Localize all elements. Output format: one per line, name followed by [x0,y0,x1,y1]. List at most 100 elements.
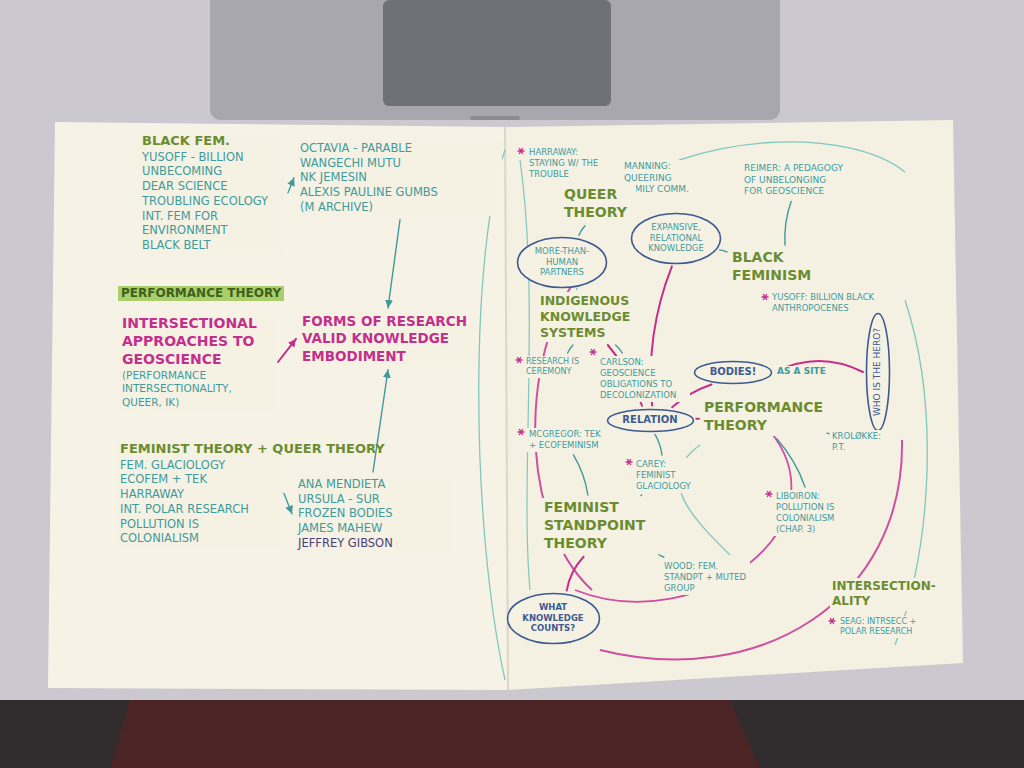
connector [720,250,727,252]
node-text-group: FORMS OF RESEARCH VALID KNOWLEDGE EMBODI… [302,313,474,365]
asterisk [762,294,769,300]
connector [288,178,294,193]
node-line: ALEXIS PAULINE GUMBS [300,185,500,200]
theory-heading: QUEER THEORY [562,185,636,223]
trackpad [383,0,611,106]
node-text-group: INTERSECTION-ALITY [832,579,936,610]
theory-heading: BLACK FEMINISM [730,248,834,286]
node-text-group: HARRAWAY: STAYING W/ THE TROUBLE [529,147,601,180]
connector [568,345,573,353]
node-text-group: INTERSECTIONAL APPROACHES TO GEOSCIENCE(… [122,315,272,409]
node-label: INTERSECTIONAL APPROACHES TO GEOSCIENCE [122,315,272,369]
node-text-group: INDIGENOUS KNOWLEDGE SYSTEMS [540,293,644,341]
node-line: INT. FEM FOR ENVIRONMENT [142,209,282,238]
artist-list: OCTAVIA - PARABLEWANGECHI MUTUNK JEMESIN… [298,140,502,216]
node-line: NK JEMESIN [300,170,500,185]
node-line: HARRAWAY [120,487,278,502]
ellipse-shape [695,361,772,383]
citation-note: RESEARCH IS CEREMONY [524,356,592,378]
ellipse-shape [507,593,599,643]
page-fold [505,127,508,690]
question-ellipse: WHAT KNOWLEDGE COUNTS? [506,592,601,645]
annotation: AS A SITE [774,366,829,378]
node-label: MANNING: QUEERING FAMILY COMM. [624,161,704,196]
node-label: ANA MENDIETA [298,477,448,492]
citation-note: WOOD: FEM. STANDPT + MUTED GROUP [662,560,750,595]
laptop-notch [470,116,520,120]
connector [573,455,588,495]
node-line: FROZEN BODIES [298,506,448,521]
node-label: WHAT KNOWLEDGE COUNTS? [522,602,584,635]
node-text-group: WHO IS THE HERO? [872,328,884,416]
right-page [505,120,963,690]
node-text-group: BLACK FEM.YUSOFF - BILLIONUNBECOMINGDEAR… [142,133,282,253]
node-text-group: YUSOFF: BILLION BLACK ANTHROPOCENES [772,292,887,314]
connector [777,439,805,487]
node-line: TROUBLING ECOLOGY [142,194,282,209]
theory-heading: FEMINIST STANDPOINT THEORY [542,498,656,554]
ellipse-shape [607,409,693,431]
node-text-group: PERFORMANCE THEORY [704,399,824,435]
highlighted-heading: PERFORMANCE THEORY [118,286,284,301]
node-label: KROLØKKE: P.T. [832,431,890,453]
connector [655,434,662,455]
node-text-group: EXPANSIVE, RELATIONAL KNOWLEDGE [646,222,706,255]
node-text-group: WHAT KNOWLEDGE COUNTS? [522,602,584,635]
reading-list: FEMINIST THEORY + QUEER THEORYFEM. GLACI… [118,440,280,547]
asterisk [518,148,525,154]
reading-list: BLACK FEM.YUSOFF - BILLIONUNBECOMINGDEAR… [140,132,284,254]
doodle-line [479,150,505,680]
lap [110,700,760,768]
left-page [48,122,508,690]
theory-heading: INDIGENOUS KNOWLEDGE SYSTEMS [538,292,646,342]
node-label: FEMINIST STANDPOINT THEORY [544,499,654,553]
asterisk [590,349,597,355]
node-label: MORE-THAN-HUMAN PARTNERS [532,246,592,279]
asterisk [829,618,836,624]
node-line: UNBECOMING [142,164,282,179]
node-label: LIBOIRON: POLLUTION IS COLONIALISM (CHAP… [776,491,864,535]
node-text-group: REIMER: A PEDAGOGY OF UNBELONGING FOR GE… [744,163,844,198]
citation-note: LIBOIRON: POLLUTION IS COLONIALISM (CHAP… [774,490,866,536]
doodle-line [600,142,905,200]
node-line: (PERFORMANCE INTERSECTIONALITY, QUEER, I… [122,369,272,409]
node-line: JAMES MAHEW [298,521,448,536]
node-text-group: CAREY: FEMINIST GLACIOLOGY [636,459,702,492]
node-label: HARRAWAY: STAYING W/ THE TROUBLE [529,147,601,180]
node-text-group: MANNING: QUEERING FAMILY COMM. [624,161,704,196]
connector [640,494,642,496]
node-line: FEM. GLACIOLOGY [120,458,278,473]
node-line: ECOFEM + TEK [120,472,278,487]
node-text-group: LIBOIRON: POLLUTION IS COLONIALISM (CHAP… [776,491,864,535]
asterisk [518,429,525,435]
node-label: YUSOFF: BILLION BLACK ANTHROPOCENES [772,292,887,314]
node-label: RELATION [621,414,679,427]
ellipse-shape [867,314,890,431]
citation-note: SEAG: INTRSECC + POLAR RESEARCH [838,616,942,638]
concept-ellipse: MORE-THAN-HUMAN PARTNERS [516,236,608,289]
node-line: BLACK BELT [142,238,282,253]
goal-block: FORMS OF RESEARCH VALID KNOWLEDGE EMBODI… [300,312,476,366]
laptop [210,0,780,120]
node-label: BLACK FEM. [142,133,282,150]
citation-note: MCGREGOR: TEK + ECOFEMINISM [527,428,609,452]
carpet [0,700,1024,768]
concept-ellipse: BODIES! [693,360,773,385]
asterisk [516,357,523,363]
node-text-group: MORE-THAN-HUMAN PARTNERS [532,246,592,279]
connector [785,202,791,246]
question-ellipse: WHO IS THE HERO? [865,312,891,432]
node-label: QUEER THEORY [564,186,634,222]
connector [659,555,664,557]
node-line: POLLUTION IS COLONIALISM [120,517,278,546]
artist-list: ANA MENDIETAURSULA - SURFROZEN BODIESJAM… [296,476,450,552]
node-text-group: ANA MENDIETAURSULA - SURFROZEN BODIESJAM… [298,477,448,551]
node-label: CARLSON: GEOSCIENCE OBLIGATIONS TO DECOL… [600,357,688,401]
node-label: WOOD: FEM. STANDPT + MUTED GROUP [664,561,748,594]
ellipse-shape [632,213,721,263]
connector [388,220,400,308]
node-label: RESEARCH IS CEREMONY [526,357,590,377]
node-line: WANGECHI MUTU [300,156,500,171]
node-text-group: WOOD: FEM. STANDPT + MUTED GROUP [664,561,748,594]
